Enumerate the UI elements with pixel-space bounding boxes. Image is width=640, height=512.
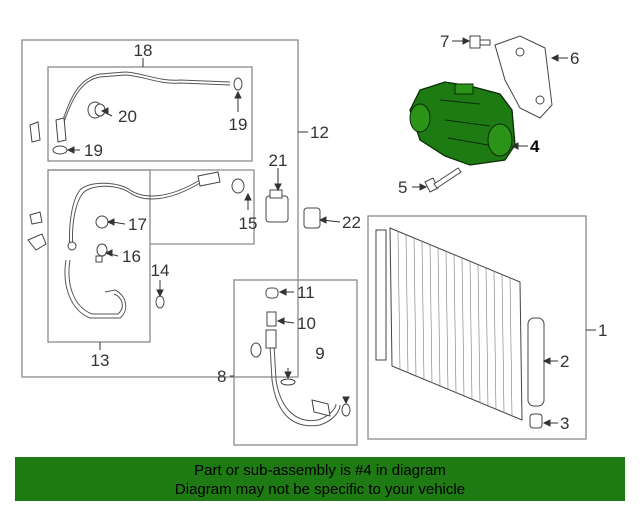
valve-core-10[interactable] bbox=[266, 311, 277, 327]
compressor-bracket-6[interactable] bbox=[494, 35, 553, 119]
bracket-left bbox=[29, 117, 68, 155]
group-box-1 bbox=[367, 215, 587, 440]
callout-21: 21 bbox=[269, 151, 288, 170]
ac-compressor-4[interactable] bbox=[409, 81, 516, 166]
clip-22[interactable] bbox=[303, 207, 321, 229]
cap-3[interactable] bbox=[529, 413, 543, 429]
banner-line-1: Part or sub-assembly is #4 in diagram bbox=[194, 462, 446, 479]
callout-6: 6 bbox=[570, 49, 579, 68]
callout-18: 18 bbox=[134, 41, 153, 60]
discharge-hose-18[interactable] bbox=[59, 71, 243, 131]
group-box-12 bbox=[21, 39, 299, 378]
callout-15: 15 bbox=[239, 214, 258, 233]
callout-4: 4 bbox=[530, 137, 540, 156]
info-banner: Part or sub-assembly is #4 in diagram Di… bbox=[15, 457, 625, 501]
oring-14[interactable] bbox=[155, 295, 165, 309]
liquid-tube-8[interactable] bbox=[250, 329, 341, 427]
callout-22: 22 bbox=[342, 213, 361, 232]
callout-9: 9 bbox=[315, 344, 324, 363]
callout-20: 20 bbox=[118, 107, 137, 126]
receiver-drier-2[interactable] bbox=[527, 317, 545, 407]
seal-20[interactable] bbox=[87, 101, 106, 119]
callout-12: 12 bbox=[310, 123, 329, 142]
bolt-7[interactable] bbox=[469, 35, 491, 49]
group-box-8 bbox=[233, 279, 358, 446]
oring-9[interactable] bbox=[280, 378, 351, 417]
bolt-5[interactable] bbox=[424, 167, 462, 193]
valve-16[interactable] bbox=[95, 243, 108, 263]
leader-lines bbox=[66, 37, 596, 427]
callout-17: 17 bbox=[128, 215, 147, 234]
callout-2: 2 bbox=[560, 352, 569, 371]
callout-19-lower: 19 bbox=[84, 141, 103, 160]
bracket-mid bbox=[27, 211, 47, 251]
suction-hose-13[interactable] bbox=[64, 171, 245, 319]
parts-diagram: 18 12 20 19 19 21 15 17 16 14 13 22 11 1… bbox=[21, 32, 607, 446]
callout-14: 14 bbox=[151, 261, 170, 280]
callout-19-upper: 19 bbox=[229, 115, 248, 134]
condenser-1[interactable] bbox=[375, 227, 523, 421]
callout-8: 8 bbox=[217, 367, 226, 386]
group-box-18 bbox=[47, 66, 253, 162]
banner-line-2: Diagram may not be specific to your vehi… bbox=[174, 481, 466, 498]
callout-13: 13 bbox=[91, 351, 110, 370]
pressure-switch-21[interactable] bbox=[265, 189, 289, 223]
callout-7: 7 bbox=[440, 32, 449, 51]
callout-3: 3 bbox=[560, 414, 569, 433]
callout-16: 16 bbox=[122, 247, 141, 266]
callout-10: 10 bbox=[297, 314, 316, 333]
callout-5: 5 bbox=[398, 178, 407, 197]
callout-1: 1 bbox=[598, 321, 607, 340]
cap-11[interactable] bbox=[265, 287, 279, 299]
callout-11: 11 bbox=[297, 283, 315, 302]
group-box-13-outline bbox=[48, 169, 255, 245]
oring-17[interactable] bbox=[95, 215, 109, 229]
